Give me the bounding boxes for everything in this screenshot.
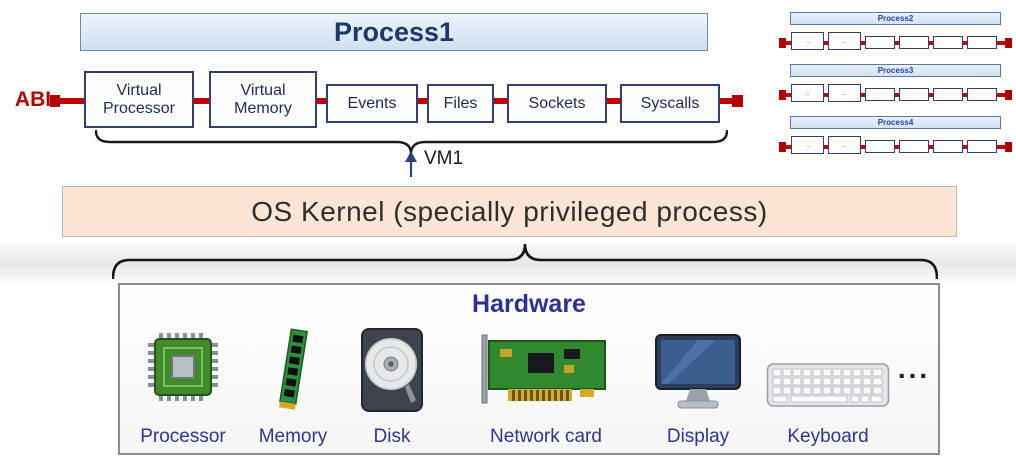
mini-component-box bbox=[899, 88, 929, 101]
display-icon bbox=[654, 333, 742, 411]
mini-process-title: Process3 bbox=[790, 64, 1001, 77]
mini-component-box: .. bbox=[828, 32, 861, 50]
network-card-icon bbox=[480, 333, 612, 409]
mini-component-box bbox=[865, 88, 895, 101]
background-band bbox=[0, 238, 1016, 286]
hardware-box: Hardware bbox=[118, 283, 940, 455]
os-kernel-box: OS Kernel (specially privileged process) bbox=[62, 186, 957, 237]
mini-component-box bbox=[865, 140, 895, 153]
mini-process-title: Process4 bbox=[790, 116, 1001, 129]
mini-component-box bbox=[933, 140, 963, 153]
abi-bus-left-cap bbox=[50, 95, 60, 107]
disk-icon bbox=[360, 327, 424, 413]
component-virtual-processor: Virtual Processor bbox=[84, 71, 194, 128]
hardware-title: Hardware bbox=[472, 289, 586, 318]
process1-title: Process1 bbox=[80, 13, 708, 51]
memory-icon bbox=[272, 327, 314, 413]
mini-process-title: Process2 bbox=[790, 12, 1001, 25]
abi-label: ABI bbox=[14, 88, 52, 111]
mini-process-3: Process3 .. .. bbox=[779, 64, 1012, 108]
vm1-label: VM1 bbox=[424, 148, 464, 169]
hardware-label-processor: Processor bbox=[140, 426, 226, 447]
mini-bus-line bbox=[779, 41, 1012, 45]
mini-component-box bbox=[899, 36, 929, 49]
mini-component-box bbox=[899, 140, 929, 153]
keyboard-icon bbox=[766, 361, 890, 409]
mini-process-2: Process2 .. .. bbox=[779, 12, 1012, 56]
mini-component-box bbox=[865, 36, 895, 49]
processor-icon bbox=[147, 331, 219, 403]
mini-bus-left-cap bbox=[779, 38, 786, 48]
mini-bus-line bbox=[779, 93, 1012, 97]
component-virtual-memory: Virtual Memory bbox=[209, 71, 317, 128]
abi-bus-right-cap bbox=[732, 95, 743, 107]
mini-bus-right-cap bbox=[1005, 90, 1012, 100]
hardware-brace bbox=[111, 243, 939, 280]
mini-component-box: .. bbox=[791, 84, 824, 102]
mini-component-box: .. bbox=[791, 32, 824, 50]
mini-component-box: .. bbox=[791, 136, 824, 154]
hardware-label-network-card: Network card bbox=[490, 426, 602, 447]
hardware-label-memory: Memory bbox=[258, 426, 328, 447]
mini-component-box bbox=[933, 88, 963, 101]
mini-bus-left-cap bbox=[779, 90, 786, 100]
vm1-brace bbox=[94, 129, 729, 180]
vm1-arrow-icon bbox=[405, 151, 417, 162]
hardware-more-dots: ... bbox=[897, 353, 931, 384]
mini-bus-right-cap bbox=[1005, 142, 1012, 152]
mini-bus-left-cap bbox=[779, 142, 786, 152]
mini-process-4: Process4 .. .. bbox=[779, 116, 1012, 160]
hardware-label-display: Display bbox=[666, 426, 730, 447]
mini-component-box bbox=[967, 140, 997, 153]
component-sockets: Sockets bbox=[507, 84, 607, 123]
mini-component-box: .. bbox=[828, 84, 861, 102]
mini-component-box: .. bbox=[828, 136, 861, 154]
hardware-label-disk: Disk bbox=[373, 426, 411, 447]
mini-bus-line bbox=[779, 145, 1012, 149]
component-events: Events bbox=[326, 84, 418, 123]
component-syscalls: Syscalls bbox=[620, 84, 720, 123]
mini-component-box bbox=[967, 36, 997, 49]
hardware-label-keyboard: Keyboard bbox=[787, 426, 869, 447]
mini-component-box bbox=[967, 88, 997, 101]
mini-component-box bbox=[933, 36, 963, 49]
component-files: Files bbox=[427, 84, 494, 123]
mini-bus-right-cap bbox=[1005, 38, 1012, 48]
